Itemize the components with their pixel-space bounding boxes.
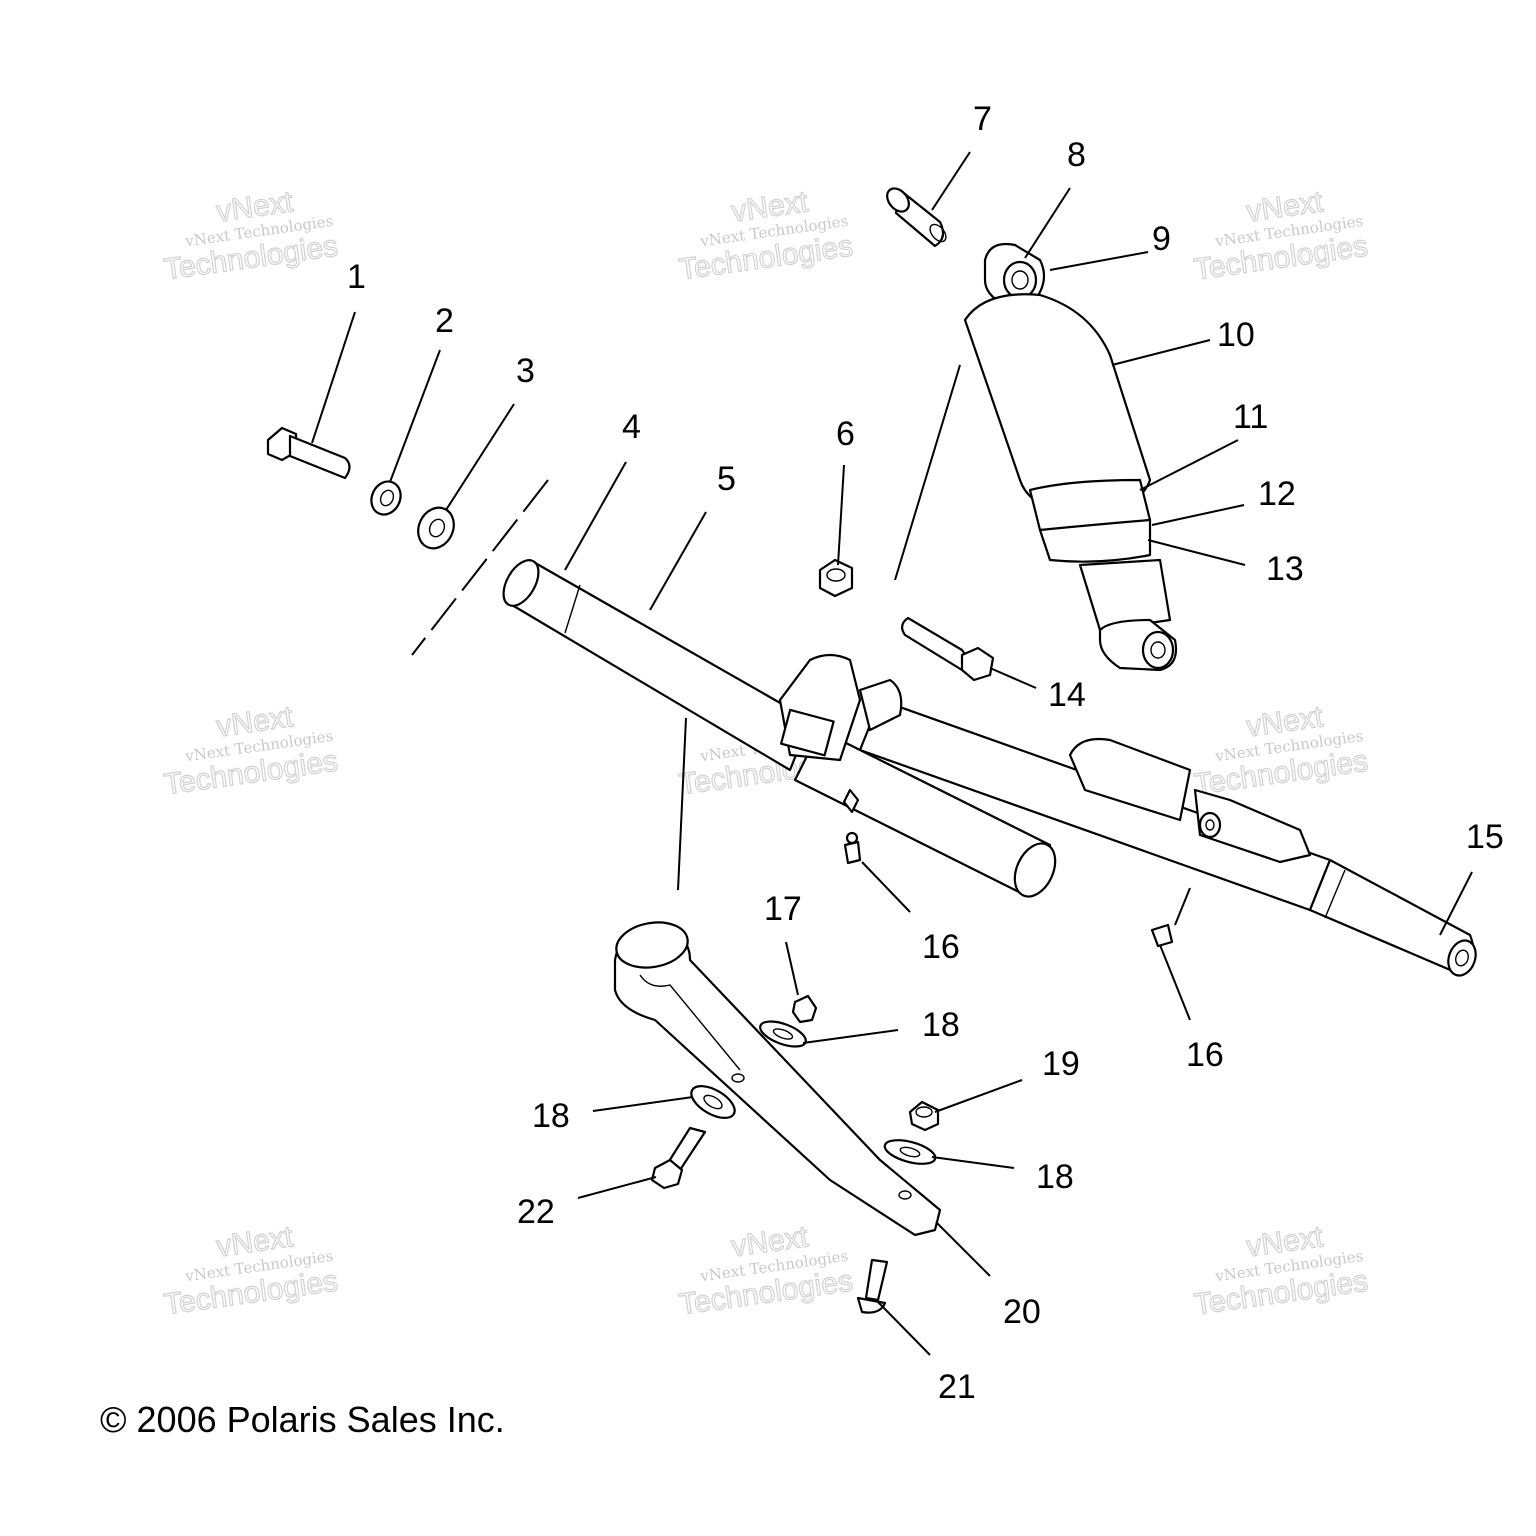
part-nut-flange	[818, 558, 854, 598]
part-grease-fitting	[1150, 923, 1174, 948]
callout-label: 22	[517, 1193, 555, 1231]
part-shock-absorber	[963, 242, 1178, 672]
callout-label: 1	[347, 258, 366, 296]
part-center-bracket	[778, 653, 903, 814]
part-washer	[690, 1085, 736, 1119]
part-shock-bolt	[901, 616, 995, 682]
callout-label: 6	[836, 415, 855, 453]
callout-label: 19	[1042, 1045, 1080, 1083]
part-washer-small	[370, 480, 402, 516]
callout-label: 3	[516, 352, 535, 390]
watermark: vNext vNext Technologies Technologies	[161, 700, 340, 803]
part-link-arm	[613, 921, 942, 1237]
part-washer	[883, 1139, 937, 1165]
callout-label: 10	[1217, 316, 1255, 354]
leader-lines	[311, 151, 1473, 1356]
part-bolt	[266, 426, 351, 480]
callout-label: 15	[1466, 818, 1504, 856]
part-lock-nut	[908, 1100, 940, 1132]
part-grease-fitting	[843, 831, 862, 865]
callout-label: 12	[1258, 475, 1296, 513]
callout-labels: 1 2 3 4 5 6 7 8 9 10 11 12 13 14 15 16 1…	[347, 100, 1504, 1406]
watermark: vNext vNext Technologies Technologies	[161, 185, 340, 288]
callout-label: 5	[717, 460, 736, 498]
part-arm-bolt	[856, 1258, 889, 1314]
part-bushing	[886, 187, 947, 248]
callout-label: 20	[1003, 1293, 1041, 1331]
callout-label: 2	[435, 302, 454, 340]
part-axle-tube-right	[858, 698, 1477, 977]
callout-label: 18	[922, 1006, 960, 1044]
part-nut-small	[791, 994, 818, 1024]
part-washer-large	[417, 506, 455, 550]
part-axle-tube-left	[502, 558, 812, 772]
watermark: vNext vNext Technologies Technologies	[161, 1220, 340, 1323]
part-rear-bracket	[1068, 737, 1312, 864]
callout-label: 21	[938, 1368, 976, 1406]
callout-label: 8	[1067, 136, 1086, 174]
center-line	[411, 479, 549, 656]
callout-label: 16	[1186, 1036, 1224, 1074]
callout-label: 11	[1233, 398, 1268, 436]
copyright-notice: © 2006 Polaris Sales Inc.	[100, 1399, 505, 1440]
callout-label: 16	[922, 928, 960, 966]
watermark: vNext vNext Technologies Technologies	[1191, 1220, 1370, 1323]
watermark: vNext vNext Technologies Technologies	[1191, 185, 1370, 288]
callout-label: 18	[1036, 1158, 1074, 1196]
part-shoulder-bolt	[650, 1126, 707, 1190]
part-cross-tube	[793, 728, 1057, 898]
watermark: vNext vNext Technologies Technologies	[676, 1220, 855, 1323]
callout-label: 7	[973, 100, 992, 138]
callout-label: 4	[622, 408, 641, 446]
watermark: vNext vNext Technologies Technologies	[676, 185, 855, 288]
callout-label: 9	[1152, 220, 1171, 258]
callout-label: 17	[764, 890, 802, 928]
callout-label: 14	[1048, 676, 1086, 714]
watermark: vNext vNext Technologies Technologies	[1191, 700, 1370, 803]
callout-label: 13	[1266, 550, 1304, 588]
callout-label: 18	[532, 1097, 570, 1135]
